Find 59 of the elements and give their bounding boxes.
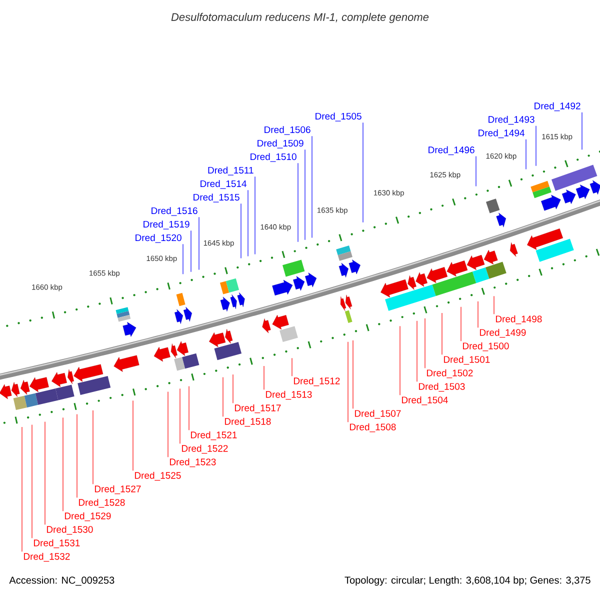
gene-label: Dred_1532 xyxy=(24,552,70,562)
leader-line xyxy=(304,149,306,240)
gene-label: Dred_1527 xyxy=(94,485,141,494)
leader-line xyxy=(132,400,134,471)
leader-line xyxy=(424,318,426,368)
leader-line xyxy=(222,376,224,417)
leader-line xyxy=(460,306,462,342)
accession-text: Accession: NC_009253 xyxy=(9,576,114,586)
gene-label: Dred_1515 xyxy=(194,194,240,202)
gene-label: Dred_1512 xyxy=(294,377,340,386)
gene-label: Dred_1514 xyxy=(200,180,246,189)
leader-line xyxy=(182,244,184,274)
gene-label: Dred_1496 xyxy=(428,146,474,156)
gene-label: Dred_1511 xyxy=(208,166,254,176)
leader-line xyxy=(362,122,364,223)
gene-label: Dred_1513 xyxy=(266,390,312,400)
gene-label: Dred_1501 xyxy=(444,356,490,365)
gene-label: Dred_1504 xyxy=(402,396,448,406)
gene-label: Dred_1503 xyxy=(419,382,465,392)
gene-label: Dred_1505 xyxy=(316,112,362,122)
leader-line xyxy=(198,216,200,270)
gene-label: Dred_1494 xyxy=(478,129,525,138)
gene-label: Dred_1531 xyxy=(34,539,80,548)
gene-label: Dred_1499 xyxy=(480,328,526,338)
gene-label: Dred_1509 xyxy=(258,140,304,148)
leader-line xyxy=(92,410,94,484)
leader-line xyxy=(240,203,242,259)
gene-label: Dred_1517 xyxy=(234,404,281,414)
leader-line xyxy=(44,421,46,525)
gene-label: Dred_1506 xyxy=(264,126,310,135)
gene-label: Dred_1510 xyxy=(250,153,296,162)
gene-label: Dred_1523 xyxy=(170,458,216,468)
gene-label: Dred_1519 xyxy=(144,220,190,230)
leader-line xyxy=(188,386,190,430)
gene-label: Dred_1525 xyxy=(134,472,181,481)
leader-line xyxy=(416,320,418,382)
leader-line xyxy=(76,414,78,498)
genome-summary-text: Topology: circular; Length: 3,608,104 bp; Genes: 3,375 xyxy=(344,576,590,586)
gene-label: Dred_1530 xyxy=(46,526,93,535)
title: Desulfotomaculum reducens MI-1, complete genome xyxy=(171,12,429,24)
gene-label: Dred_1516 xyxy=(152,207,198,216)
gene-label: Dred_1528 xyxy=(78,498,125,508)
gene-label: Dred_1498 xyxy=(496,315,542,324)
leader-line xyxy=(352,340,354,409)
gene-label: Dred_1502 xyxy=(427,369,473,378)
gene-label: Dred_1518 xyxy=(224,418,271,427)
gene-label: Dred_1520 xyxy=(136,234,182,243)
gene-label: Dred_1500 xyxy=(463,342,509,352)
leader-line xyxy=(62,417,64,512)
gene-label: Dred_1508 xyxy=(350,423,396,432)
leader-line xyxy=(190,230,192,272)
gene-label: Dred_1492 xyxy=(534,102,580,112)
gene-label: Dred_1522 xyxy=(182,444,228,454)
leader-line xyxy=(232,374,234,404)
gene-label: Dred_1493 xyxy=(488,116,534,125)
gene-label: Dred_1521 xyxy=(190,431,237,440)
gene-label: Dred_1507 xyxy=(355,410,401,419)
gene-label: Dred_1529 xyxy=(64,512,111,522)
leader-line xyxy=(254,176,256,255)
